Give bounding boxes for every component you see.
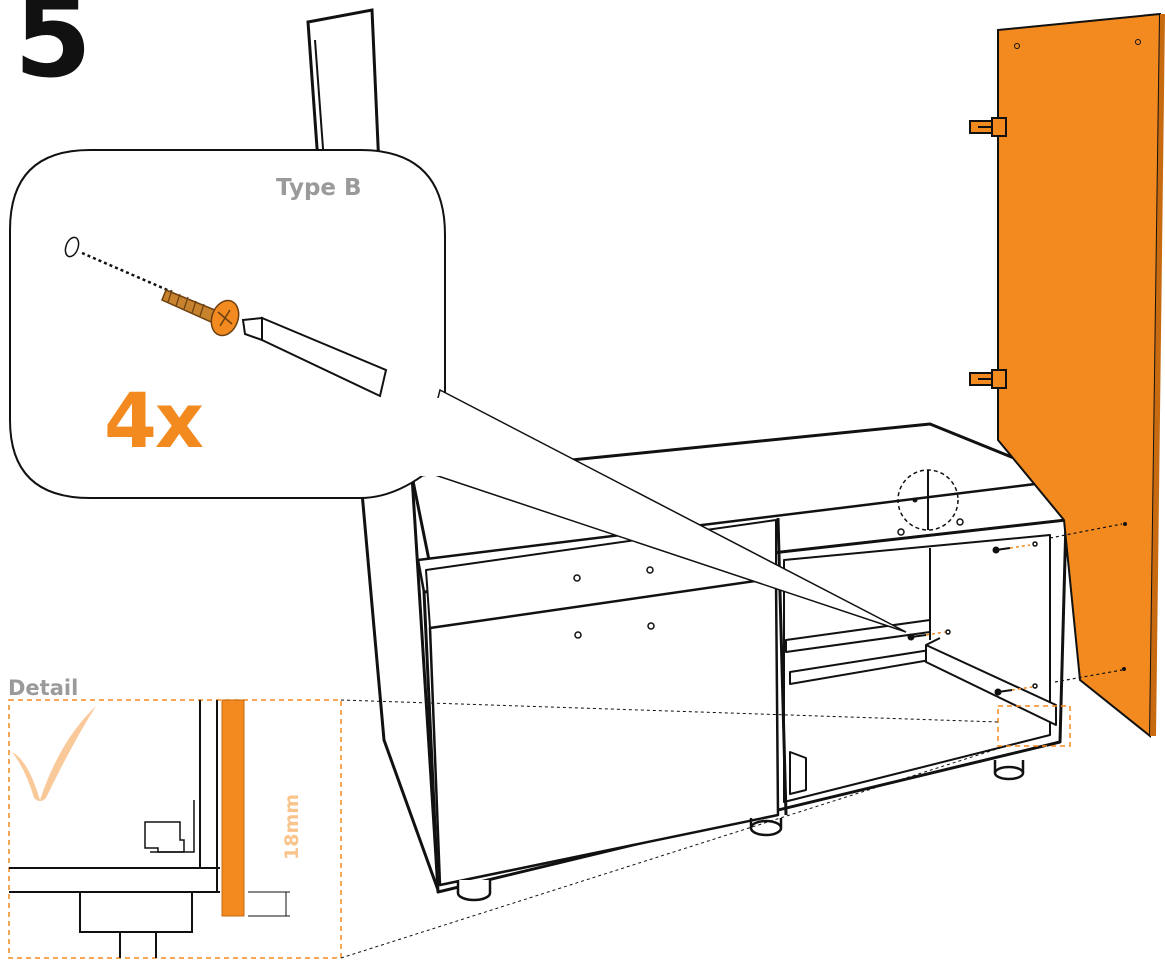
callout-illustration <box>64 236 388 398</box>
screw-icon <box>161 289 240 337</box>
rail-bar <box>925 644 1057 726</box>
cabinet-legs <box>456 760 1025 902</box>
detail-label: Detail <box>8 676 79 700</box>
dimension-label: 18mm <box>281 793 303 860</box>
step-number: 5 <box>14 0 92 103</box>
quantity-label: 4x <box>104 376 204 465</box>
drawer-bottom <box>428 576 780 887</box>
screwdriver-icon <box>241 316 388 398</box>
panel-alignment-guides <box>1049 523 1123 683</box>
checkmark-icon <box>12 706 96 801</box>
detail-illustration <box>9 699 290 958</box>
panel-brackets <box>969 117 1007 389</box>
cabinet-screws <box>907 546 1013 696</box>
screw-type-label: Type B <box>276 175 362 201</box>
hole-detail-circle <box>897 469 959 531</box>
cabinet <box>358 422 1070 894</box>
cabinet-holes <box>573 518 1038 689</box>
detail-orange-panel <box>221 699 245 917</box>
hole-icon <box>64 236 80 258</box>
orange-side-panel <box>997 12 1165 739</box>
